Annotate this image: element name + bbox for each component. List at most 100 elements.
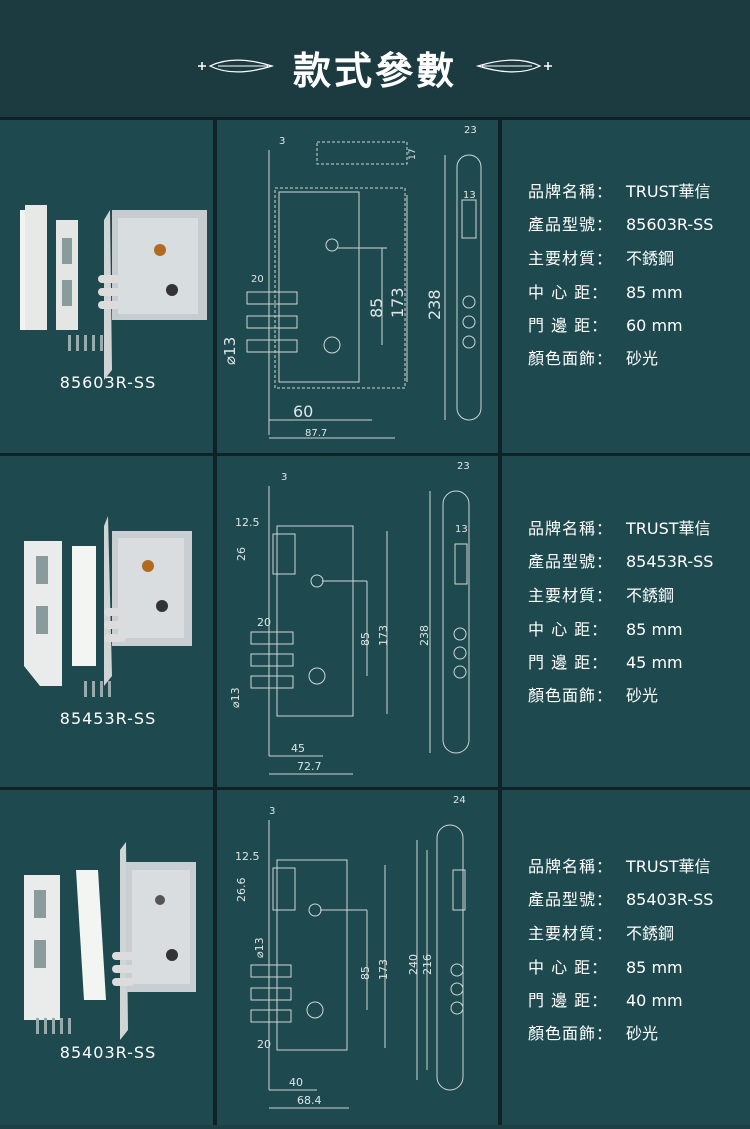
dim-60: 60 [293, 402, 313, 421]
dim-20: 20 [257, 1038, 271, 1051]
spec-value: 砂光 [626, 1024, 659, 1043]
spec-key: 主要材質： [528, 249, 614, 268]
spec-key: 門 邊 距： [528, 991, 609, 1010]
dim-17: 17 [408, 149, 418, 160]
spec-key: 中 心 距： [528, 283, 609, 302]
spec-center: 中 心 距：85 mm [528, 616, 683, 640]
product-model-label: 85453R-SS [59, 709, 157, 728]
spec-backset: 門 邊 距： 40 mm [528, 987, 683, 1011]
spec-value: 不銹鋼 [626, 924, 675, 943]
right-ornament-icon [476, 59, 552, 73]
dim-173: 173 [377, 959, 390, 980]
spec-key: 產品型號： [528, 890, 614, 909]
photo-cell-3: 85403R-SS [0, 790, 213, 1125]
photo-cell-1: 85603R-SS [0, 120, 213, 453]
spec-value: 砂光 [626, 349, 659, 368]
dim-87-7: 87.7 [305, 428, 327, 439]
spec-cell-2 [502, 456, 750, 787]
dim-23: 23 [464, 125, 477, 136]
spec-grid: 85603R-SS 3 23 17 13 [0, 117, 750, 1125]
dim-72-7: 72.7 [297, 760, 322, 773]
dimension-drawing-1: 3 23 17 13 20 85 173 238 ⌀13 60 87.7 [221, 125, 482, 439]
dim-13-diameter: ⌀13 [253, 937, 266, 958]
spec-key: 品牌名稱： [528, 519, 614, 538]
lock-photo-1 [20, 205, 207, 380]
spec-backset: 門 邊 距： 60 mm [528, 312, 683, 336]
dim-216: 216 [421, 954, 434, 975]
dim-173: 173 [388, 287, 407, 318]
dim-20: 20 [251, 274, 264, 285]
drawing-cell-3: 3 24 12.5 26.6 ⌀13 20 85 173 240 216 40 … [217, 790, 498, 1125]
spec-value: 不銹鋼 [626, 586, 675, 605]
spec-key: 顏色面飾： [528, 1024, 614, 1043]
dim-13: 13 [455, 524, 468, 535]
spec-brand: 品牌名稱： TRUST華信 [528, 515, 711, 539]
spec-value: TRUST華信 [626, 519, 711, 538]
spec-material: 主要材質： 不銹鋼 [528, 582, 674, 606]
spec-key: 主要材質： [528, 924, 614, 943]
spec-backset: 門 邊 距：45 mm [528, 649, 683, 673]
spec-value: 砂光 [626, 686, 659, 705]
photo-cell-2: 85453R-SS [0, 456, 213, 787]
spec-value: 不銹鋼 [626, 249, 675, 268]
dim-12-5: 12.5 [235, 850, 260, 863]
dim-13-diameter: ⌀13 [229, 687, 242, 708]
spec-key: 產品型號： [528, 215, 614, 234]
dim-24: 24 [453, 795, 466, 806]
dim-85: 85 [367, 298, 386, 318]
product-model-label: 85403R-SS [59, 1043, 157, 1062]
spec-value: 85403R-SS [626, 890, 714, 909]
spec-key: 門 邊 距： [528, 653, 609, 672]
dim-26-6: 26.6 [235, 878, 248, 903]
spec-model: 產品型號： 85603R-SS [528, 211, 713, 235]
page-header: 款式參數 [0, 0, 750, 117]
spec-finish: 顏色面飾： 砂光 [528, 345, 658, 369]
dim-85: 85 [359, 966, 372, 980]
dim-238: 238 [418, 625, 431, 646]
dim-3: 3 [281, 472, 287, 483]
spec-cell-1 [502, 120, 750, 453]
dim-3: 3 [269, 806, 275, 817]
spec-finish: 顏色面飾： 砂光 [528, 1020, 658, 1044]
dim-26: 26 [235, 547, 248, 561]
spec-key: 門 邊 距： [528, 316, 609, 335]
spec-finish: 顏色面飾： 砂光 [528, 682, 658, 706]
dim-3: 3 [279, 136, 285, 147]
spec-value: 85 mm [626, 958, 683, 977]
lock-photo-2 [24, 516, 192, 697]
spec-key: 主要材質： [528, 586, 614, 605]
spec-material: 主要材質： 不銹鋼 [528, 245, 674, 269]
spec-value: 60 mm [626, 316, 683, 335]
dim-40: 40 [289, 1076, 303, 1089]
spec-key: 中 心 距： [528, 958, 609, 977]
product-model-label: 85603R-SS [59, 373, 157, 392]
drawing-cell-2: 3 23 12.5 13 26 20 85 173 238 ⌀13 45 72.… [217, 456, 498, 787]
dim-68-4: 68.4 [297, 1094, 322, 1107]
dim-20: 20 [257, 616, 271, 629]
spec-key: 中 心 距： [528, 620, 609, 639]
spec-value: 85603R-SS [626, 215, 714, 234]
spec-model: 產品型號： 85453R-SS [528, 548, 713, 572]
drawing-cell-1: 3 23 17 13 20 85 173 238 ⌀13 60 87.7 [217, 120, 498, 453]
dimension-drawing-3: 3 24 12.5 26.6 ⌀13 20 85 173 240 216 40 … [235, 795, 466, 1109]
dim-45: 45 [291, 742, 305, 755]
spec-key: 產品型號： [528, 552, 614, 571]
spec-value: 85453R-SS [626, 552, 714, 571]
dim-173: 173 [377, 625, 390, 646]
dim-240: 240 [407, 954, 420, 975]
spec-brand: 品牌名稱：TRUST華信 [528, 853, 711, 877]
left-ornament-icon [198, 59, 274, 73]
dim-12-5: 12.5 [235, 516, 260, 529]
spec-key: 顏色面飾： [528, 686, 614, 705]
spec-center: 中 心 距：85 mm [528, 279, 683, 303]
spec-material: 主要材質： 不銹鋼 [528, 920, 674, 944]
page-title: 款式參數 [292, 49, 457, 93]
spec-center: 中 心 距： 85 mm [528, 954, 683, 978]
spec-value: TRUST華信 [626, 857, 711, 876]
spec-cell-3 [502, 790, 750, 1125]
spec-key: 顏色面飾： [528, 349, 614, 368]
spec-brand: 品牌名稱：TRUST華信 [528, 178, 711, 202]
spec-value: 40 mm [626, 991, 683, 1010]
dim-238: 238 [425, 289, 444, 320]
spec-key: 品牌名稱： [528, 182, 614, 201]
